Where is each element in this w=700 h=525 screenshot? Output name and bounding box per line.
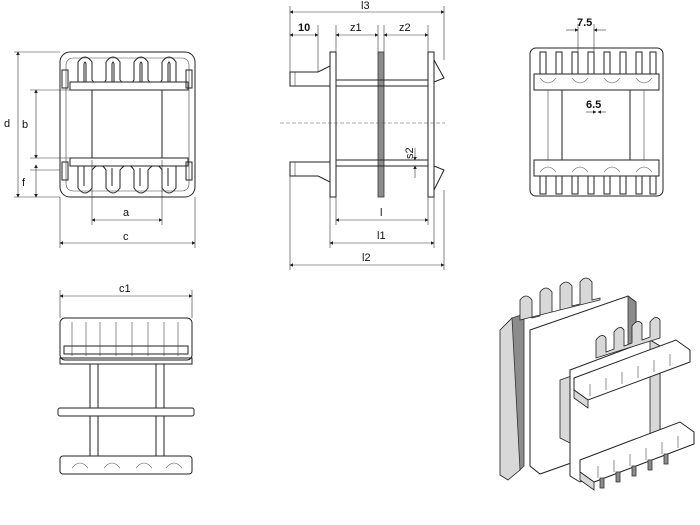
dim-z1-label: z1: [350, 22, 362, 34]
dim-l3-label: l3: [361, 0, 370, 12]
dim-f-label: f: [22, 177, 26, 189]
dim-l-label: l: [380, 207, 382, 219]
dim-b-label: b: [22, 119, 28, 131]
dim-l1-label: l1: [377, 230, 386, 242]
front-view: d b f a c: [4, 51, 196, 248]
dim-c1-label: c1: [119, 283, 131, 295]
dim-d-label: d: [4, 118, 10, 130]
dim-s2-label: s2: [404, 147, 416, 159]
dim-7-5-label: 7.5: [577, 17, 592, 29]
dim-z2-label: z2: [399, 22, 411, 34]
side-view: l3 10 z1 z2 s2 l l1 l2: [280, 0, 445, 270]
dim-6-5-label: 6.5: [586, 99, 601, 111]
dim-l2-label: l2: [362, 252, 371, 264]
end-view: 7.5 6.5: [529, 17, 664, 197]
dim-a-label: a: [123, 207, 130, 219]
isometric-view: [499, 277, 695, 491]
top-view: c1: [57, 283, 195, 475]
dim-10-label: 10: [298, 22, 310, 34]
dim-c-label: c: [123, 231, 129, 243]
